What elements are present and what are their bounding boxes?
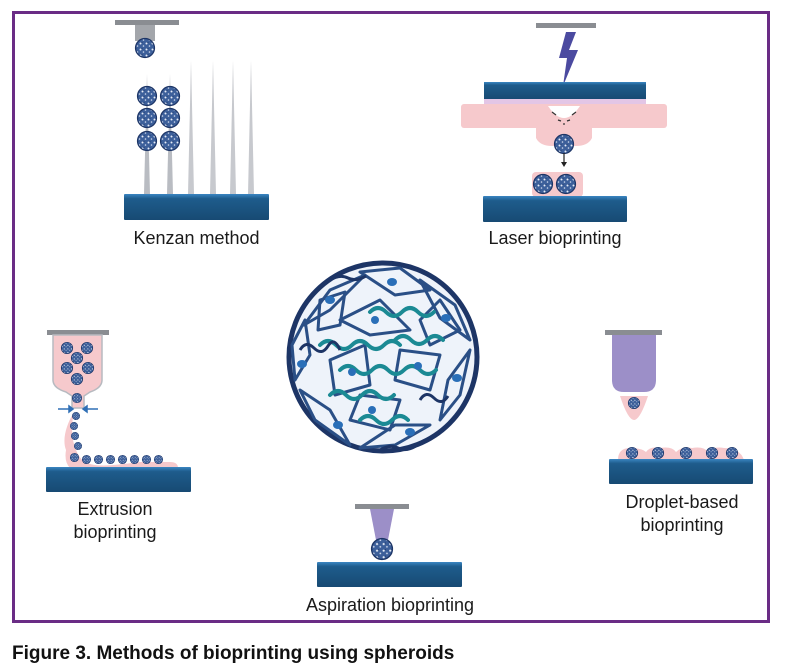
extrusion-label-line2: bioprinting: [73, 522, 157, 542]
aspiration-spheroid: [370, 537, 394, 561]
aspiration-bioprinting-illustration: [317, 504, 462, 587]
extrusion-bioink-filament: [64, 412, 178, 468]
figure-caption: Figure 3. Methods of bioprinting using s…: [12, 643, 455, 664]
laser-ejected-spheroid: [553, 133, 575, 155]
extrusion-holder-bar: [47, 330, 109, 335]
kenzan-holder-bar: [115, 20, 179, 25]
figure-frame: [12, 11, 770, 623]
laser-bolt-icon: [559, 32, 578, 86]
extrusion-bioprinting-label: Extrusion bioprinting: [50, 498, 180, 544]
laser-platform: [483, 196, 627, 222]
laser-source-bar: [536, 23, 596, 28]
droplet-bioprinting-label: Droplet-based bioprinting: [608, 491, 756, 537]
kenzan-robot-nozzle: [135, 25, 155, 41]
aspiration-nozzle: [370, 509, 394, 540]
laser-bioprinting-illustration: [461, 23, 667, 222]
laser-bioprinting-label: Laser bioprinting: [488, 228, 622, 248]
extrusion-bioprinting-illustration: [46, 330, 191, 492]
droplet-label-line1: Droplet-based: [625, 492, 739, 512]
droplet-holder-bar: [605, 330, 662, 335]
extrusion-label-line1: Extrusion: [77, 499, 153, 519]
laser-arrow-icon: [561, 162, 567, 167]
droplet-bioprinting-illustration: [605, 330, 753, 484]
droplet-nozzle: [612, 335, 656, 392]
kenzan-method-illustration: [115, 20, 269, 220]
aspiration-holder-bar: [355, 504, 409, 509]
aspiration-platform: [317, 562, 462, 587]
kenzan-spheroids: [134, 37, 181, 152]
central-spheroid: [286, 260, 480, 454]
aspiration-bioprinting-label: Aspiration bioprinting: [305, 595, 475, 615]
extrusion-platform: [46, 467, 191, 492]
kenzan-platform: [124, 194, 269, 220]
kenzan-needle-array: [144, 60, 254, 194]
droplet-platform: [609, 459, 753, 484]
laser-ribbon-plate: [484, 82, 646, 99]
droplet-label-line2: bioprinting: [640, 515, 724, 535]
kenzan-method-label: Kenzan method: [133, 228, 260, 248]
extrusion-printed-row: [69, 452, 164, 465]
